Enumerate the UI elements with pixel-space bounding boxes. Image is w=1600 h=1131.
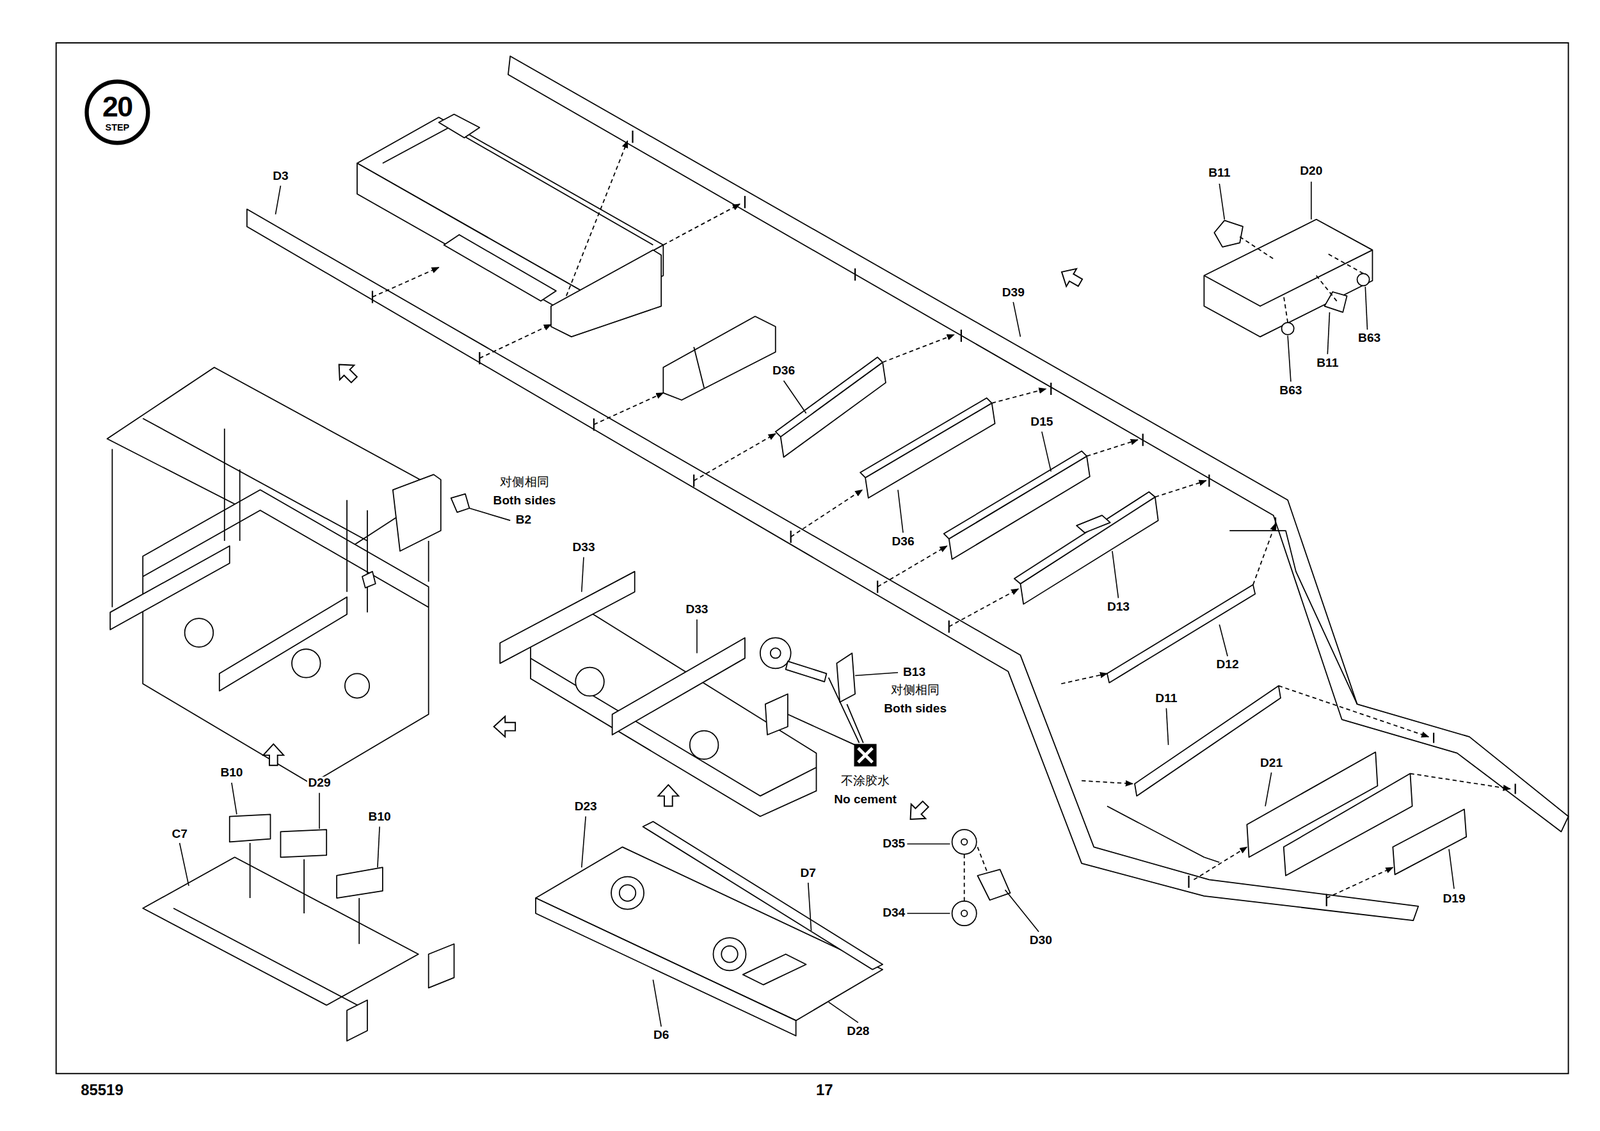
- step-badge: 20STEP: [84, 79, 150, 145]
- part-number: D19: [1441, 892, 1467, 907]
- part-number: D20: [1299, 164, 1324, 179]
- part-number: D21: [1258, 756, 1284, 771]
- part-number: D6: [652, 1028, 671, 1043]
- part-number: B10: [219, 766, 244, 781]
- note-text: 对侧相同: [499, 475, 551, 490]
- part-number: B11: [1207, 166, 1232, 181]
- part-number: D30: [1028, 933, 1053, 948]
- part-number: B63: [1278, 384, 1304, 399]
- part-number: B10: [367, 810, 392, 825]
- part-number: B2: [514, 513, 533, 528]
- note-text: Both sides: [883, 702, 948, 717]
- line-art: [106, 56, 1568, 1042]
- leader-lines: [179, 181, 1455, 1027]
- part-number: D33: [571, 540, 596, 555]
- part-number: D7: [799, 866, 818, 881]
- part-number: D15: [1029, 415, 1055, 430]
- note-text: 对侧相同: [889, 683, 941, 698]
- part-number: D35: [881, 837, 907, 852]
- part-number: B11: [1315, 356, 1340, 371]
- kit-number: 85519: [80, 1080, 125, 1099]
- page-frame: [56, 42, 1569, 1074]
- note-text: No cement: [833, 792, 898, 808]
- page-number: 17: [814, 1080, 834, 1099]
- part-number: D34: [881, 906, 907, 921]
- part-number: B13: [901, 665, 927, 680]
- part-number: D36: [890, 535, 916, 550]
- note-text: Both sides: [492, 494, 557, 509]
- note-text: 不涂胶水: [839, 774, 891, 789]
- direction-arrows: [263, 263, 1086, 827]
- part-number: D29: [307, 776, 332, 791]
- part-number: D36: [771, 364, 796, 379]
- part-number: D11: [1154, 691, 1179, 706]
- step-word: STEP: [105, 122, 130, 132]
- part-number: B63: [1357, 331, 1382, 346]
- part-number: D39: [1000, 286, 1026, 301]
- part-number: D13: [1105, 600, 1131, 615]
- step-number: 20: [102, 92, 132, 121]
- part-number: D33: [684, 602, 710, 617]
- no-cement-symbol: [854, 743, 877, 767]
- part-number: D12: [1215, 658, 1240, 673]
- part-number: D3: [272, 169, 290, 184]
- part-number: C7: [170, 827, 189, 842]
- part-number: D28: [846, 1024, 871, 1039]
- part-number: D23: [573, 800, 598, 815]
